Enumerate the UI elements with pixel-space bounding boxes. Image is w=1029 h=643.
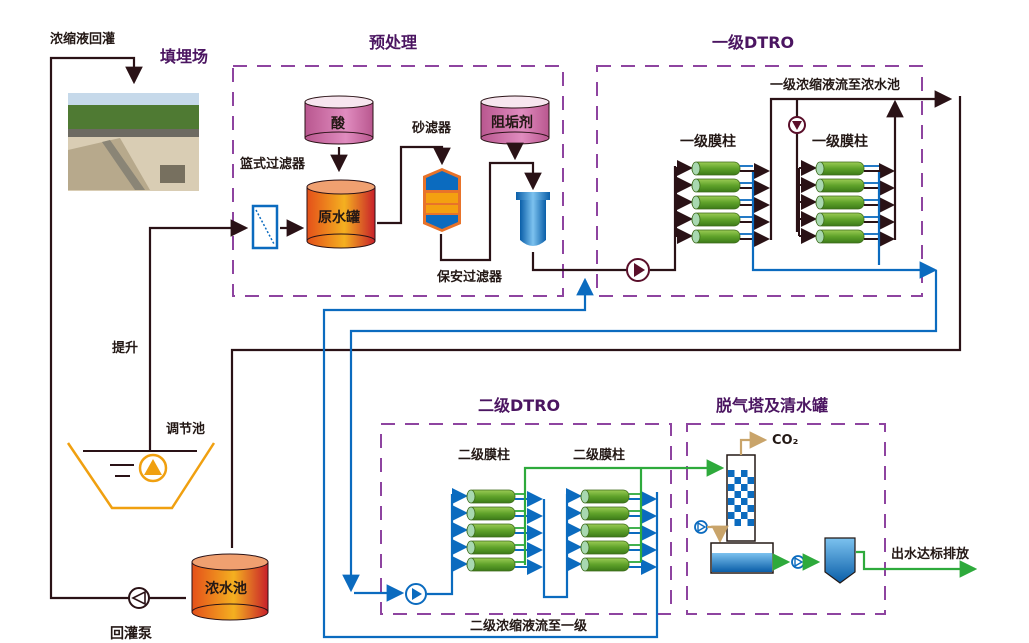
security-filter-icon xyxy=(516,192,550,246)
dtro2-concentrate-label: 二级浓缩液流至一级 xyxy=(470,618,588,634)
air-blower-icon xyxy=(694,520,708,534)
acid-label: 酸 xyxy=(331,115,346,132)
membrane-column xyxy=(815,195,865,210)
co2-label: CO₂ xyxy=(772,433,798,448)
packing-cell xyxy=(741,484,748,491)
dtro2-feed-pump-icon xyxy=(405,583,427,605)
membrane-column xyxy=(815,178,865,193)
concentrate-reinjection-label: 浓缩液回灌 xyxy=(50,31,115,47)
basket-filter-icon xyxy=(251,204,279,250)
degassing-tower-icon xyxy=(726,454,756,542)
pretreatment-section-border xyxy=(232,65,564,297)
transfer-pump-icon xyxy=(791,555,805,569)
packing-cell xyxy=(728,498,735,505)
dtro1-title: 一级DTRO xyxy=(712,33,794,52)
pretreatment-title: 预处理 xyxy=(369,33,417,52)
product-filter-icon xyxy=(824,537,856,584)
membrane-column xyxy=(580,557,630,572)
security-filter-label: 保安过滤器 xyxy=(436,269,503,285)
membrane-column xyxy=(691,161,741,176)
dtro1-membrane-group-b xyxy=(798,160,895,247)
sand-filter-icon xyxy=(423,168,461,232)
concentrate-return-line xyxy=(230,96,962,548)
sand-filter-label: 砂滤器 xyxy=(411,120,452,136)
dtro1-feed-pump-icon xyxy=(626,258,650,282)
membrane-column xyxy=(691,212,741,227)
clean-water-tank-icon xyxy=(710,542,774,574)
degas-title: 脱气塔及清水罐 xyxy=(716,396,828,415)
membrane-column xyxy=(580,506,630,521)
membrane-column xyxy=(691,178,741,193)
packing-cell xyxy=(747,505,754,512)
membrane-column xyxy=(691,195,741,210)
dtro1-section-border xyxy=(596,65,923,297)
regulating-pool-label: 调节池 xyxy=(166,421,205,437)
membrane-column xyxy=(466,489,516,504)
dtro2-membrane-group-a xyxy=(451,488,543,575)
packing-cell xyxy=(747,491,754,498)
packing-cell xyxy=(734,477,741,484)
discharge-label: 出水达标排放 xyxy=(891,546,970,562)
antiscalant-tank: 阻垢剂 xyxy=(480,95,550,145)
membrane-column xyxy=(691,229,741,244)
landfill-title: 填埋场 xyxy=(160,47,208,66)
packing-cell xyxy=(734,505,741,512)
dtro2-column-a-label: 二级膜柱 xyxy=(458,447,510,463)
membrane-column xyxy=(815,212,865,227)
packing-cell xyxy=(728,470,735,477)
packing-cell xyxy=(741,470,748,477)
antiscalant-label: 阻垢剂 xyxy=(491,114,533,131)
reinjection-pump-label: 回灌泵 xyxy=(110,625,152,642)
dtro1-concentrate-label: 一级浓缩液流至浓水池 xyxy=(770,77,900,93)
dtro2-title: 二级DTRO xyxy=(478,396,560,415)
packing-cell xyxy=(734,519,741,526)
lift-label: 提升 xyxy=(112,340,138,356)
reinjection-pump-icon xyxy=(128,587,150,609)
dtro1-column-a-label: 一级膜柱 xyxy=(680,133,736,150)
membrane-column xyxy=(580,523,630,538)
membrane-column xyxy=(466,523,516,538)
membrane-column xyxy=(466,506,516,521)
packing-cell xyxy=(741,512,748,519)
packing-cell xyxy=(728,484,735,491)
membrane-column xyxy=(466,540,516,555)
reinjection-line xyxy=(49,56,186,600)
packing-cell xyxy=(747,477,754,484)
dtro1-booster-pump-icon xyxy=(788,116,806,134)
packing-cell xyxy=(747,519,754,526)
lift-pump-icon xyxy=(138,453,168,483)
membrane-column xyxy=(815,161,865,176)
membrane-column xyxy=(466,557,516,572)
raw-water-tank-label: 原水罐 xyxy=(318,209,360,226)
regulating-pool-icon xyxy=(66,442,216,510)
dtro2-column-b-label: 二级膜柱 xyxy=(573,447,625,463)
dtro2-section-border xyxy=(380,423,672,615)
dtro1-column-b-label: 一级膜柱 xyxy=(812,133,868,150)
dtro2-membrane-group-b xyxy=(566,488,657,575)
lift-line xyxy=(148,219,249,450)
raw-water-tank: 原水罐 xyxy=(306,179,376,249)
membrane-column xyxy=(580,489,630,504)
landfill-photo xyxy=(68,93,199,191)
packing-cell xyxy=(728,512,735,519)
membrane-column xyxy=(815,229,865,244)
acid-tank: 酸 xyxy=(304,95,374,145)
packing-cell xyxy=(741,498,748,505)
dtro1-membrane-group-a xyxy=(675,160,770,247)
basket-filter-label: 篮式过滤器 xyxy=(239,156,306,172)
packing-cell xyxy=(734,491,741,498)
membrane-column xyxy=(580,540,630,555)
degas-section-border xyxy=(686,423,886,615)
concentrate-pool-tank: 浓水池 xyxy=(191,553,269,621)
concentrate-pool-label: 浓水池 xyxy=(205,580,247,597)
